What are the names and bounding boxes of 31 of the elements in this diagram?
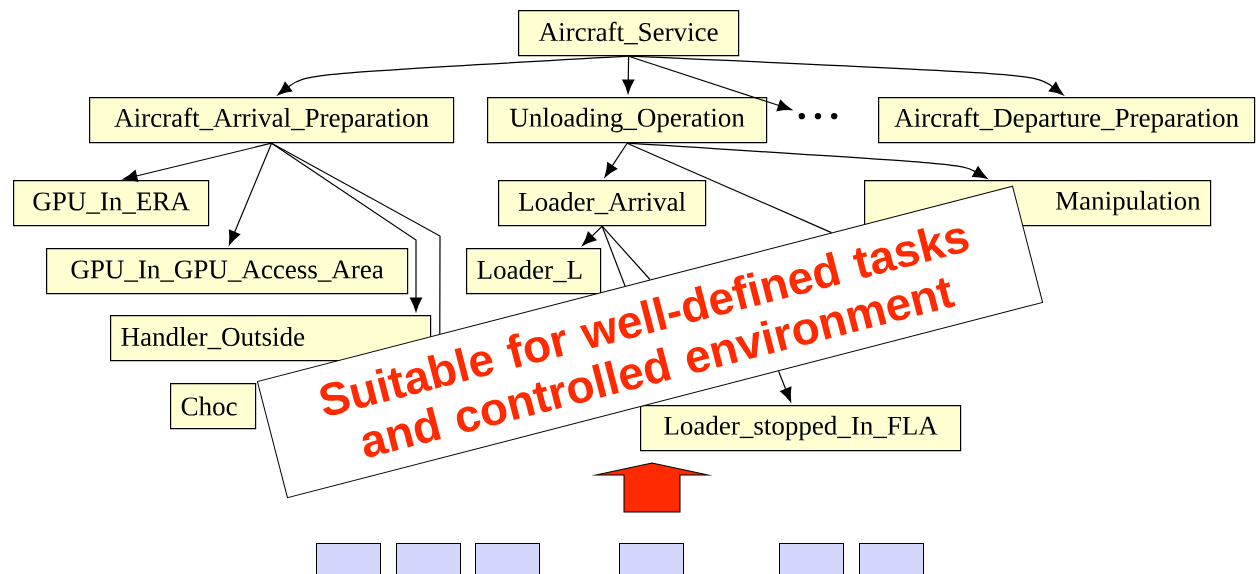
- arrow: [277, 55, 630, 96]
- task-box: Loader_Arrival: [498, 180, 707, 227]
- arrow: [626, 142, 988, 179]
- empty-box: [859, 543, 924, 574]
- empty-box: [316, 543, 381, 574]
- connector-line: [601, 225, 651, 281]
- connector-line: [626, 142, 833, 234]
- empty-box: [619, 543, 684, 574]
- task-box: GPU_In_GPU_Access_Area: [46, 248, 409, 295]
- empty-box: [475, 543, 540, 574]
- task-box: Aircraft_Service: [518, 10, 740, 57]
- task-box: GPU_In_ERA: [13, 180, 210, 227]
- task-box: Loader_L: [466, 248, 602, 295]
- arrow: [622, 55, 635, 94]
- connector-line: [271, 142, 441, 335]
- arrow: [628, 55, 1064, 96]
- empty-box: [396, 543, 461, 574]
- task-box: Unloading_Operation: [487, 97, 768, 144]
- ellipsis: • • •: [798, 112, 838, 120]
- arrow: [228, 142, 273, 246]
- task-box: Aircraft_Departure_Preparation: [878, 97, 1256, 144]
- arrow: [271, 142, 423, 312]
- arrow: [123, 142, 273, 182]
- arrow: [582, 225, 603, 246]
- arrow: [777, 370, 792, 403]
- task-box: Choc: [170, 383, 257, 430]
- empty-box: [779, 543, 844, 574]
- connector-line: [601, 225, 626, 287]
- task-box: Aircraft_Arrival_Preparation: [89, 97, 455, 144]
- arrow: [628, 55, 792, 112]
- arrow: [604, 142, 628, 178]
